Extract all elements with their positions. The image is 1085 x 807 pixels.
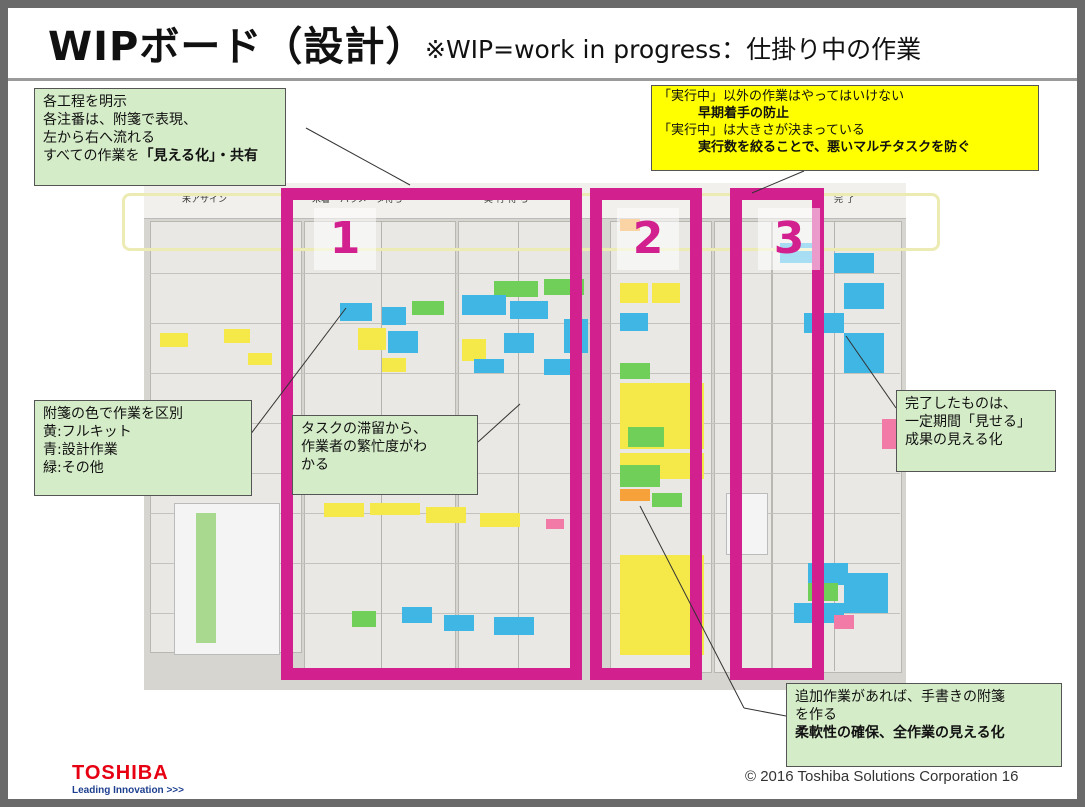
sticky-note-yellow <box>480 513 520 527</box>
sticky-note-green <box>494 281 538 297</box>
sticky-note-blue <box>382 307 406 325</box>
sticky-note-yellow <box>462 339 486 361</box>
sticky-note-green <box>352 611 376 627</box>
board-header-unassigned: 未アサイン <box>182 195 228 205</box>
board-row-line <box>150 323 900 324</box>
sticky-note-yellow <box>652 283 680 303</box>
slide-subtitle: ※WIP=work in progress：仕掛り中の作業 <box>425 35 922 64</box>
column-number-1: 1 <box>314 208 376 270</box>
board-header-waiting-params: パラメータ待ち <box>340 195 403 205</box>
toshiba-logo: TOSHIBA <box>72 762 169 784</box>
sticky-note-blue <box>444 615 474 631</box>
callout-emphasis: 柔軟性の確保、全作業の見える化 <box>795 725 1005 741</box>
copyright-notice: © 2016 Toshiba Solutions Corporation 16 <box>745 768 1019 785</box>
callout-line: 成果の見える化 <box>905 432 1003 448</box>
callout-emphasis: 「見える化」・共有 <box>139 148 259 164</box>
paper-sheet <box>174 503 280 655</box>
callout-wip-limit: 「実行中」以外の作業はやってはいけない 早期着手の防止 「実行中」は大きさが決ま… <box>651 85 1039 171</box>
callout-text: すべての作業を <box>43 148 140 164</box>
sticky-note-pink <box>834 615 854 629</box>
title-bar: WIPボード（設計） ※WIP=work in progress：仕掛り中の作業 <box>8 8 1077 74</box>
callout-emphasis: 早期着手の防止 <box>698 106 790 121</box>
sticky-note-yellow <box>324 503 364 517</box>
board-row-line <box>150 613 900 614</box>
board-row-line <box>150 423 900 424</box>
sticky-note-yellow <box>358 328 386 350</box>
sticky-note-green <box>620 465 660 487</box>
sticky-note-blue <box>834 253 874 273</box>
callout-emphasis: 実行数を絞ることで、悪いマルチタスクを防ぐ <box>698 140 971 155</box>
sticky-note-blue <box>544 359 574 375</box>
sticky-note-yellow <box>370 503 420 515</box>
sticky-note-blue <box>620 313 648 331</box>
callout-line: 青:設計作業 <box>43 442 118 458</box>
sticky-note-yellow <box>620 283 648 303</box>
callout-line: 左から右へ流れる <box>43 130 155 146</box>
slide: WIPボード（設計） ※WIP=work in progress：仕掛り中の作業… <box>8 8 1077 799</box>
board-row-line <box>150 563 900 564</box>
callout-line: 緑:その他 <box>43 460 104 476</box>
board-row-line <box>150 473 900 474</box>
callout-line: 各注番は、附箋で表現、 <box>43 112 197 128</box>
sticky-note-yellow <box>248 353 272 365</box>
callout-line: 追加作業があれば、手書きの附箋 <box>795 689 1005 705</box>
sticky-note-blue <box>504 333 534 353</box>
board-column-line <box>834 221 835 671</box>
callout-line: かる <box>301 457 329 473</box>
sticky-note-pink <box>546 519 564 529</box>
callout-line: タスクの滞留から、 <box>301 421 427 437</box>
sticky-note-blue <box>402 607 432 623</box>
board-column-line <box>518 221 519 671</box>
sticky-note-blue <box>844 333 884 373</box>
callout-line: 附箋の色で作業を区別 <box>43 406 183 422</box>
sticky-note-green <box>628 427 664 447</box>
callout-done-visibility: 完了したものは、 一定期間「見せる」 成果の見える化 <box>896 390 1056 472</box>
sticky-note-green <box>412 301 444 315</box>
callout-process-visibility: 各工程を明示 各注番は、附箋で表現、 左から右へ流れる すべての作業を「見える化… <box>34 88 286 186</box>
callout-line: 「実行中」は大きさが決まっている <box>658 123 865 138</box>
sticky-note-blue <box>462 295 506 315</box>
paper-sheet-column <box>196 513 216 643</box>
sticky-note-green <box>620 363 650 379</box>
callout-line: 一定期間「見せる」 <box>905 414 1031 430</box>
sticky-note-green <box>652 493 682 507</box>
callout-line: 黄:フルキット <box>43 424 132 440</box>
callout-line: を作る <box>795 707 837 723</box>
board-row-line <box>150 513 900 514</box>
callout-task-stagnation: タスクの滞留から、 作業者の繁忙度がわ かる <box>292 415 478 495</box>
sticky-note-blue <box>340 303 372 321</box>
callout-line: 完了したものは、 <box>905 396 1017 412</box>
sticky-note-blue <box>844 283 884 309</box>
board-header-unstarted: 未着 <box>312 195 331 205</box>
sticky-note-blue <box>494 617 534 635</box>
callout-line: 作業者の繁忙度がわ <box>301 439 427 455</box>
board-row-line <box>150 373 900 374</box>
sticky-note-blue <box>510 301 548 319</box>
sticky-note-yellow <box>160 333 188 347</box>
sticky-note-blue <box>474 359 504 373</box>
sticky-note-yellow <box>426 507 466 523</box>
sticky-note-yellow <box>224 329 250 343</box>
sticky-note-blue <box>388 331 418 353</box>
sticky-note-orange <box>620 489 650 501</box>
column-number-2: 2 <box>617 208 679 270</box>
callout-line: 各工程を明示 <box>43 94 127 110</box>
callout-line: 「実行中」以外の作業はやってはいけない <box>658 89 905 104</box>
sticky-note-blue <box>844 573 888 613</box>
column-number-3: 3 <box>758 208 820 270</box>
title-divider <box>8 78 1077 81</box>
slide-title: WIPボード（設計） <box>48 24 427 70</box>
sticky-note-yellow <box>382 358 406 372</box>
callout-line: すべての作業を「見える化」・共有 <box>43 147 277 165</box>
brand-tagline: Leading Innovation >>> <box>72 785 184 796</box>
board-header-done: 完 了 <box>834 195 855 205</box>
callout-sticky-colors: 附箋の色で作業を区別 黄:フルキット 青:設計作業 緑:その他 <box>34 400 252 496</box>
board-header-waiting-run: 実 行 待 ち <box>484 195 529 205</box>
board-row-line <box>150 273 900 274</box>
callout-additional-work: 追加作業があれば、手書きの附箋 を作る 柔軟性の確保、全作業の見える化 <box>786 683 1062 767</box>
